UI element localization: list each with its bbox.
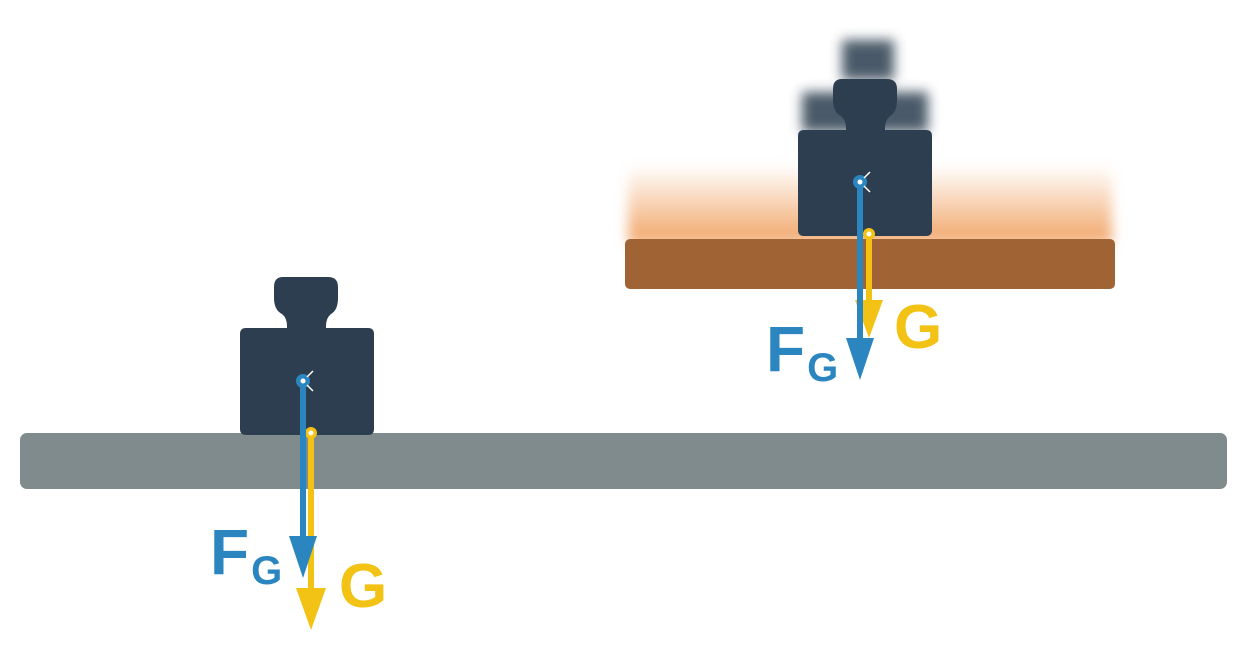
g-label-left: G bbox=[339, 552, 387, 621]
fg-label-right: FG bbox=[766, 313, 838, 390]
force-fg-arrow-left bbox=[289, 370, 317, 578]
force-fg-arrow-right bbox=[846, 171, 874, 380]
ground-surface bbox=[20, 433, 1227, 489]
weight-left bbox=[240, 277, 374, 435]
force-g-arrow-left bbox=[296, 427, 326, 630]
g-label-right: G bbox=[894, 293, 942, 362]
weight-right bbox=[798, 79, 932, 236]
fg-label-left: FG bbox=[210, 516, 282, 593]
